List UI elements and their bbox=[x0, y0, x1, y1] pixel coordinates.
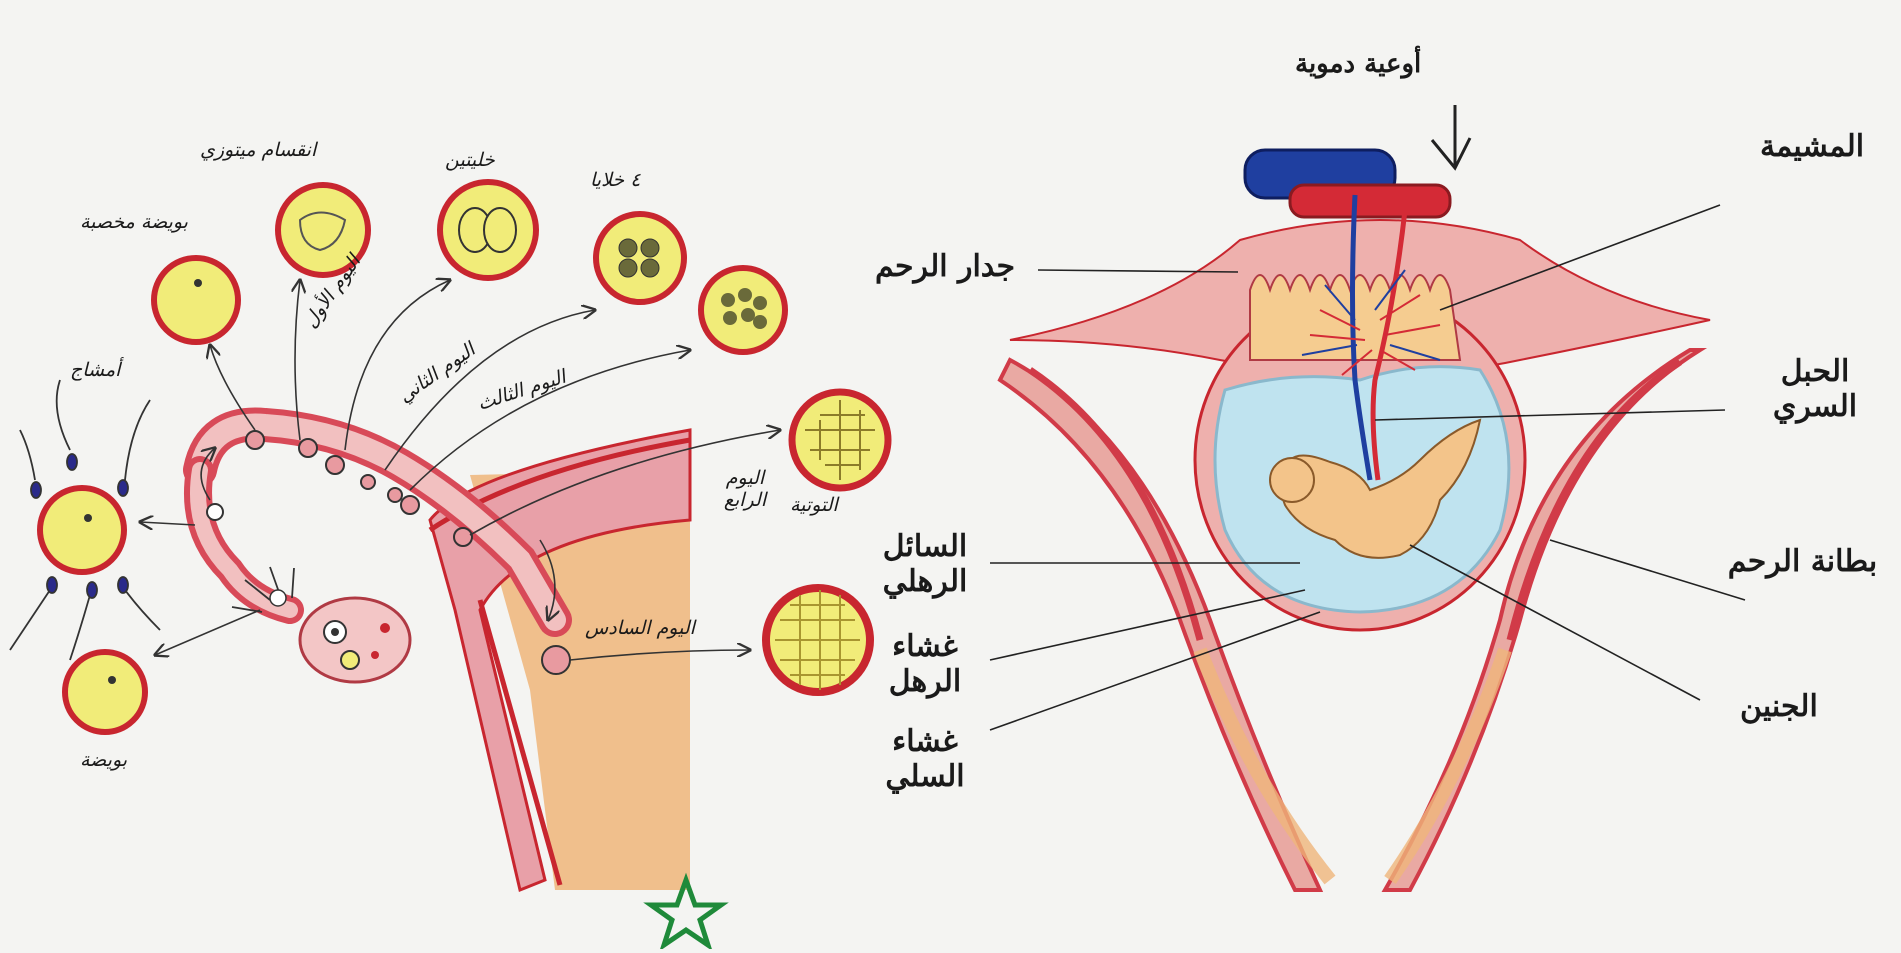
label-chorion: غشاء السلي bbox=[865, 725, 985, 794]
label-fetus: الجنين bbox=[1740, 690, 1818, 725]
right-panel-illustration bbox=[990, 105, 1745, 890]
blastocyst-cell bbox=[766, 588, 870, 692]
vessel-pointer-arrow bbox=[1432, 105, 1470, 168]
fertilized-egg-cell bbox=[154, 258, 238, 342]
two-cell-stage bbox=[440, 182, 536, 278]
label-amnion: غشاء الرهل bbox=[865, 630, 985, 699]
label-placenta: المشيمة bbox=[1760, 130, 1864, 165]
label-fertilized-egg: بويضة مخصبة bbox=[80, 212, 188, 234]
left-panel-illustration bbox=[10, 182, 888, 890]
label-four-cells: ٤ خلايا bbox=[590, 170, 640, 192]
label-blood-vessels: أوعية دموية bbox=[1295, 50, 1421, 80]
morula-cell bbox=[792, 392, 888, 488]
eight-cell-stage bbox=[701, 268, 785, 352]
label-day-four: اليوم الرابع bbox=[705, 468, 785, 512]
ovary bbox=[300, 598, 410, 682]
label-endometrium: بطانة الرحم bbox=[1715, 545, 1890, 580]
implanting-blastocyst bbox=[542, 646, 570, 674]
label-ovum: بويضة bbox=[80, 750, 127, 772]
blood-vessel-red bbox=[1290, 185, 1450, 217]
ovum-cell bbox=[65, 652, 145, 732]
label-day-six: اليوم السادس bbox=[585, 618, 695, 640]
label-mitosis: انقسام ميتوزي bbox=[200, 140, 316, 162]
four-cell-stage bbox=[596, 214, 684, 302]
fertilization-cell bbox=[40, 488, 124, 572]
label-amniotic-fluid: السائل الرهلي bbox=[855, 530, 995, 599]
label-uterine-wall: جدار الرحم bbox=[875, 250, 1015, 285]
label-two-cells: خليتين bbox=[445, 150, 495, 172]
label-sperm: أمشاج bbox=[70, 360, 120, 382]
label-umbilical-cord: الحبل السري bbox=[1755, 355, 1875, 424]
label-morula: التوتية bbox=[790, 495, 838, 517]
